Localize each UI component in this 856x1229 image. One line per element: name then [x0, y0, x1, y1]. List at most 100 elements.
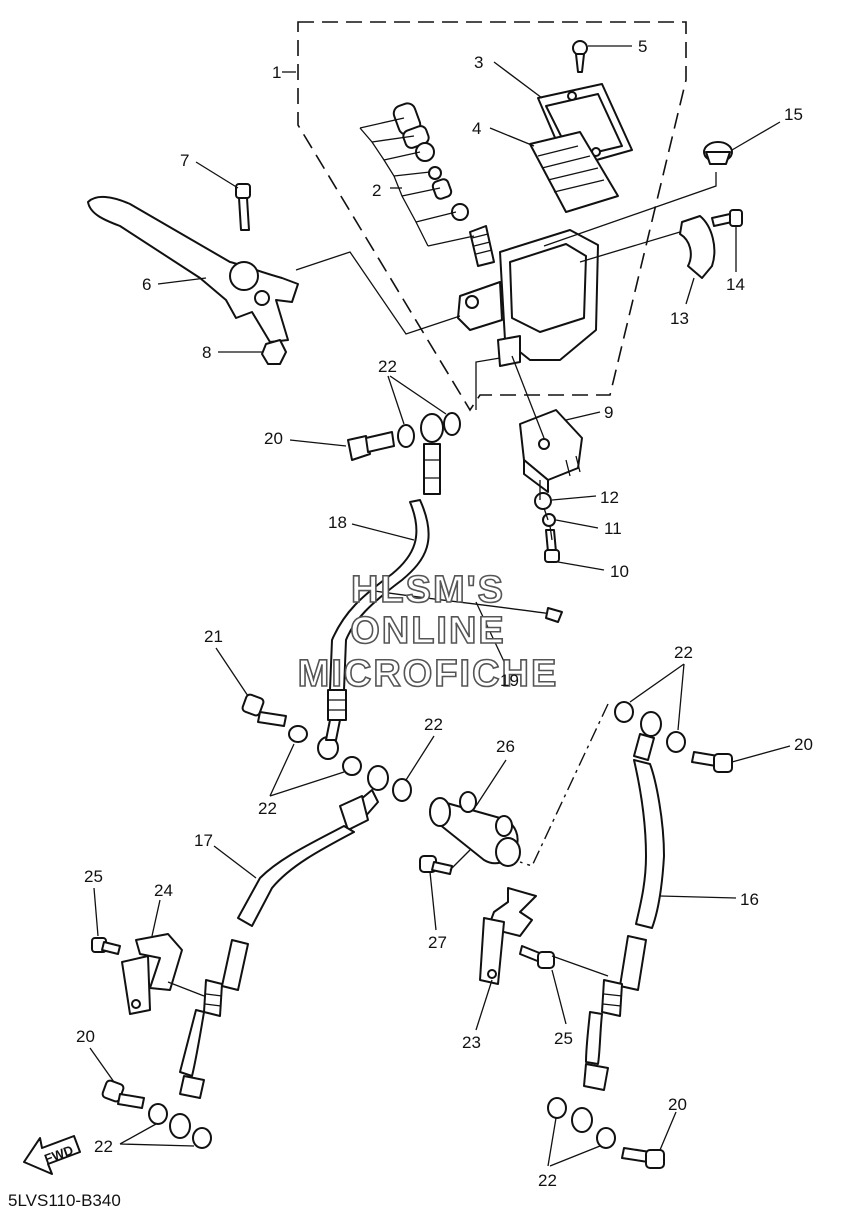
- bracket-bolt-right[interactable]: [519, 945, 555, 969]
- leader-22e: [119, 1123, 195, 1147]
- washer-joint[interactable]: [392, 778, 412, 802]
- callout-9: 9: [604, 403, 613, 422]
- hose-bracket-right[interactable]: [479, 887, 537, 985]
- joint-bolt[interactable]: [419, 855, 453, 875]
- washer-right-top-a[interactable]: [614, 701, 634, 723]
- brake-hose-upper[interactable]: [317, 413, 444, 760]
- diaphragm[interactable]: [529, 131, 619, 213]
- leader-4: [489, 127, 535, 147]
- washer-right-top-b[interactable]: [666, 731, 686, 753]
- callout-20-right-top: 20: [794, 735, 813, 754]
- reservoir-cover[interactable]: [703, 141, 733, 165]
- watermark-line-3: MICROFICHE: [298, 653, 559, 695]
- callout-2: 2: [372, 181, 381, 200]
- link-right-hose-joint: [519, 703, 609, 867]
- diagram-code: 5LVS110-B340: [8, 1191, 121, 1210]
- leader-24: [151, 899, 161, 937]
- leader-7: [195, 161, 239, 189]
- washer-left-b[interactable]: [192, 1127, 212, 1149]
- pivot-bolt[interactable]: [235, 183, 251, 231]
- callout-3: 3: [474, 53, 483, 72]
- brake-hose-right[interactable]: [571, 711, 665, 1133]
- master-cylinder[interactable]: [457, 229, 599, 367]
- washer-upper-b[interactable]: [443, 412, 461, 436]
- leader-25a: [93, 887, 99, 937]
- hose-bracket-left[interactable]: [121, 933, 183, 1015]
- brake-switch[interactable]: [519, 409, 583, 493]
- leader-20a: [289, 439, 347, 447]
- leader-20c: [89, 1047, 115, 1083]
- callout-16: 16: [740, 890, 759, 909]
- callout-5: 5: [638, 37, 647, 56]
- callout-8: 8: [202, 343, 211, 362]
- callout-23: 23: [462, 1033, 481, 1052]
- washer-middle-b[interactable]: [342, 756, 362, 776]
- link-switch-screws: [539, 480, 553, 541]
- union-bolt-upper[interactable]: [347, 431, 395, 461]
- switch-spacer[interactable]: [542, 513, 556, 527]
- wire-lead[interactable]: [367, 589, 563, 623]
- assembly-boundary: [297, 21, 687, 412]
- callout-22-left: 22: [94, 1137, 113, 1156]
- leader-12: [551, 495, 597, 501]
- piston-kit[interactable]: [359, 101, 495, 267]
- leader-22d: [629, 663, 685, 731]
- leader-17: [213, 845, 257, 879]
- leader-20b: [731, 745, 791, 763]
- leader-22a: [387, 375, 447, 425]
- callout-labels: 1 2 3 4 5 6 7 8 9 10 11 12 13 14 15 16 1…: [76, 37, 813, 1190]
- switch-screw[interactable]: [544, 529, 560, 563]
- link-bracket-right: [551, 955, 609, 977]
- union-bolt-left[interactable]: [101, 1079, 145, 1109]
- washer-left-a[interactable]: [148, 1103, 168, 1125]
- callout-19: 19: [500, 671, 519, 690]
- callout-21: 21: [204, 627, 223, 646]
- leader-23: [475, 979, 493, 1031]
- bracket-bolt-left[interactable]: [91, 937, 121, 955]
- washer-middle-a[interactable]: [288, 725, 308, 743]
- union-bolt-right-bottom[interactable]: [621, 1147, 665, 1169]
- leader-9: [565, 411, 601, 421]
- leader-22c: [405, 735, 435, 781]
- callout-18: 18: [328, 513, 347, 532]
- callout-20-left: 20: [76, 1027, 95, 1046]
- link-bolt-hose: [475, 357, 501, 410]
- callout-25-left: 25: [84, 867, 103, 886]
- callout-14: 14: [726, 275, 745, 294]
- brake-hose-left[interactable]: [169, 765, 389, 1139]
- washer-right-bottom-b[interactable]: [596, 1127, 616, 1149]
- leader-25b: [551, 969, 567, 1025]
- leader-27: [429, 871, 437, 931]
- link-lever-cylinder: [295, 251, 461, 335]
- leader-26: [475, 759, 507, 807]
- union-bolt-right-top[interactable]: [691, 751, 733, 773]
- callout-7: 7: [180, 151, 189, 170]
- link-joint-bolt: [449, 849, 471, 871]
- cap-screw[interactable]: [572, 40, 588, 73]
- pivot-nut[interactable]: [261, 339, 287, 365]
- callout-22-right-bottom: 22: [538, 1171, 557, 1190]
- callout-13: 13: [670, 309, 689, 328]
- callout-4: 4: [472, 119, 481, 138]
- callout-11: 11: [604, 519, 622, 538]
- leader-22b: [269, 743, 345, 797]
- brake-lever[interactable]: [87, 196, 299, 343]
- brake-joint[interactable]: [429, 791, 521, 867]
- union-bolt-middle[interactable]: [241, 693, 287, 727]
- holder-clamp[interactable]: [679, 215, 716, 279]
- leader-21: [215, 647, 249, 697]
- leader-20d: [659, 1111, 677, 1151]
- link-switch: [511, 355, 545, 439]
- callout-22-joint: 22: [424, 715, 443, 734]
- callout-20-right-bottom: 20: [668, 1095, 687, 1114]
- leader-11: [555, 519, 599, 529]
- holder-bolt[interactable]: [711, 209, 743, 227]
- link-cap-cylinder: [543, 172, 717, 247]
- washer-upper-a[interactable]: [397, 424, 415, 448]
- callout-26: 26: [496, 737, 515, 756]
- leader-6: [157, 277, 207, 285]
- switch-washer[interactable]: [534, 492, 552, 510]
- callout-25-right: 25: [554, 1029, 573, 1048]
- watermark-line-1: HLSM'S: [351, 569, 505, 611]
- washer-right-bottom-a[interactable]: [547, 1097, 567, 1119]
